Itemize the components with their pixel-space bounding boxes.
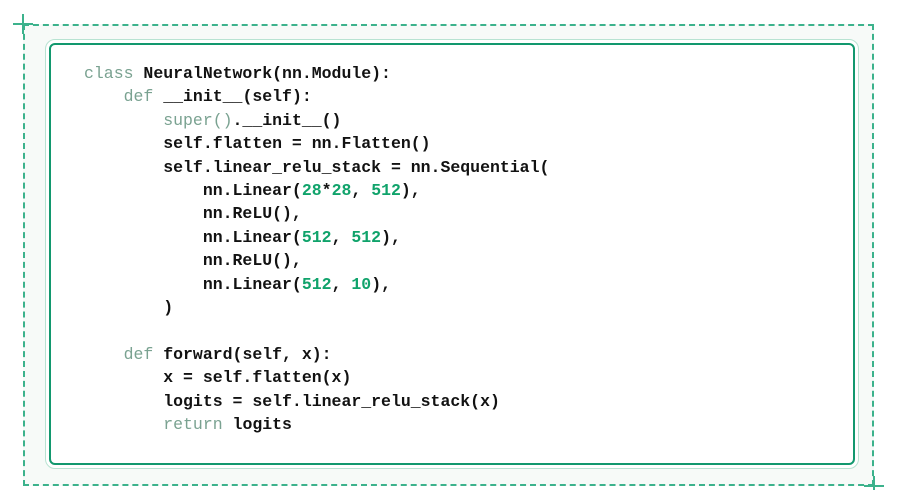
code-token-plain: , [351,181,372,201]
code-token-plain: , [331,227,352,247]
code-line: super().__init__() [84,109,843,132]
code-token-plain: __init__(self): [153,87,312,107]
code-block: class NeuralNetwork(nn.Module): def __in… [51,45,853,437]
code-token-plain: nn.Linear( [84,181,302,201]
code-token-plain: nn.Linear( [84,227,302,247]
code-token-plain: ), [400,181,421,201]
code-line: nn.ReLU(), [84,202,843,225]
code-token-plain: self.flatten = nn.Flatten() [84,134,431,154]
code-token-keyword: class [84,64,134,83]
code-token-plain [84,415,163,434]
crosshair-vertical-line [873,476,875,490]
code-line: class NeuralNetwork(nn.Module): [84,62,843,85]
code-token-keyword: def [123,87,154,107]
code-line: return logits [84,413,843,436]
code-line: nn.Linear(28*28, 512), [84,179,843,202]
code-token-plain: nn.ReLU(), [84,204,302,224]
code-token-number: 512 [351,227,382,247]
code-token-plain: ), [381,227,401,247]
code-line: nn.Linear(512, 512), [84,226,843,249]
code-token-plain: * [321,181,332,201]
code-token-plain: forward(self, x): [153,344,332,364]
code-token-plain: nn.ReLU(), [84,251,302,271]
code-token-plain [84,345,124,364]
code-token-number: 512 [301,227,332,247]
code-card-inner: class NeuralNetwork(nn.Module): def __in… [49,43,855,465]
code-token-plain: .__init__() [232,110,342,130]
code-card: class NeuralNetwork(nn.Module): def __in… [45,39,859,469]
code-token-keyword: return [163,415,223,435]
code-line: self.linear_relu_stack = nn.Sequential( [84,156,843,179]
code-token-plain: nn.Linear( [84,274,302,294]
code-token-plain: logits [222,415,292,435]
code-token-plain: ) [84,298,174,318]
code-line: x = self.flatten(x) [84,366,843,389]
code-token-plain: x = self.flatten(x) [84,368,352,388]
code-token-number: 28 [331,181,352,201]
code-line: nn.Linear(512, 10), [84,273,843,296]
code-token-number: 28 [301,181,322,201]
code-token-number: 10 [351,274,372,294]
code-token-plain: NeuralNetwork(nn.Module): [133,64,391,83]
code-line [84,319,843,342]
code-token-keyword: def [123,344,154,364]
code-token-plain: self.linear_relu_stack = nn.Sequential( [84,157,550,177]
code-token-plain: , [331,274,352,294]
crosshair-vertical-line [22,14,24,34]
code-line: ) [84,296,843,319]
code-token-plain: logits = self.linear_relu_stack(x) [84,391,500,411]
code-line: nn.ReLU(), [84,249,843,272]
code-token-number: 512 [371,181,401,201]
code-token-plain [84,111,163,130]
code-line: logits = self.linear_relu_stack(x) [84,390,843,413]
dashed-selection-region: class NeuralNetwork(nn.Module): def __in… [23,24,874,486]
code-token-plain: ), [371,274,391,294]
code-token-plain [84,87,124,106]
code-token-builtin: super() [163,110,233,130]
code-line: self.flatten = nn.Flatten() [84,132,843,155]
code-token-number: 512 [301,274,332,294]
code-line: def forward(self, x): [84,343,843,366]
code-line: def __init__(self): [84,85,843,108]
